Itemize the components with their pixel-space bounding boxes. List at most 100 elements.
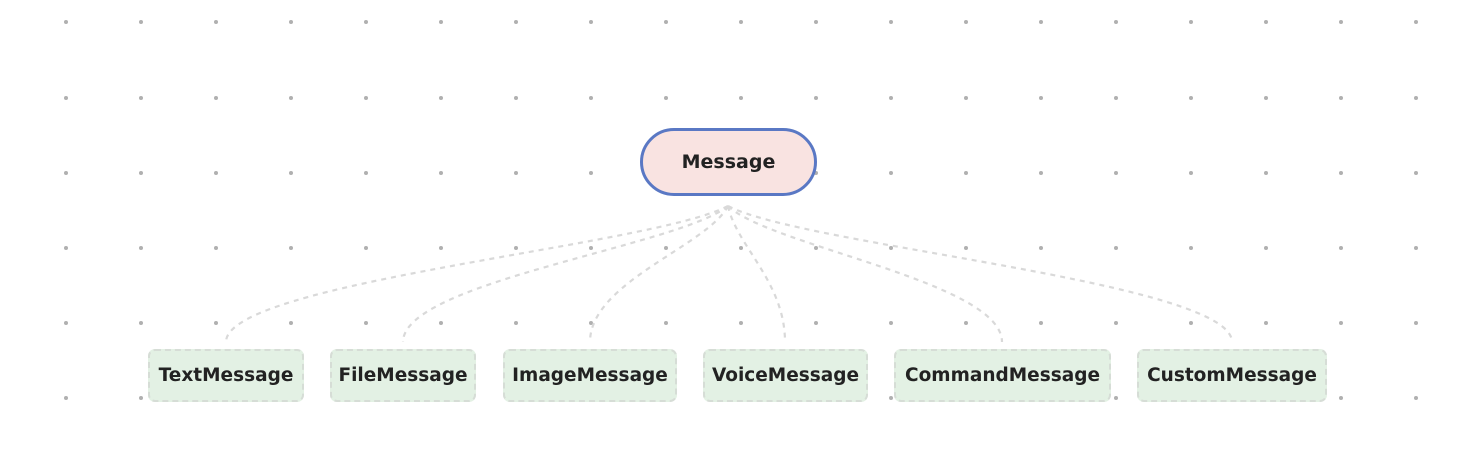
grid-dot <box>1264 96 1268 100</box>
grid-dot <box>64 96 68 100</box>
grid-dot <box>364 171 368 175</box>
grid-dot <box>964 96 968 100</box>
grid-dot <box>1189 246 1193 250</box>
grid-dot <box>139 20 143 24</box>
node-voice-message[interactable]: VoiceMessage <box>703 349 868 402</box>
grid-dot <box>139 171 143 175</box>
grid-dot <box>664 20 668 24</box>
node-custom-message[interactable]: CustomMessage <box>1137 349 1327 402</box>
grid-dot <box>1039 96 1043 100</box>
grid-dot <box>439 171 443 175</box>
grid-dot <box>364 321 368 325</box>
grid-dot <box>1039 246 1043 250</box>
grid-dot <box>889 396 893 400</box>
grid-dot <box>1339 171 1343 175</box>
edge-message-to-voicemessage <box>726 205 787 343</box>
grid-dot <box>1414 321 1418 325</box>
grid-dot <box>1339 246 1343 250</box>
grid-dot <box>1414 20 1418 24</box>
grid-dot <box>439 96 443 100</box>
grid-dot <box>1189 96 1193 100</box>
node-label: CustomMessage <box>1147 365 1317 386</box>
grid-dot <box>139 321 143 325</box>
grid-dot <box>1264 20 1268 24</box>
grid-dot <box>139 396 143 400</box>
grid-dot <box>1414 96 1418 100</box>
grid-dot <box>439 321 443 325</box>
node-label: FileMessage <box>338 365 468 386</box>
grid-dot <box>814 321 818 325</box>
grid-dot <box>1339 96 1343 100</box>
node-text-message[interactable]: TextMessage <box>148 349 304 402</box>
grid-dot <box>814 20 818 24</box>
grid-dot <box>589 246 593 250</box>
grid-dot <box>514 20 518 24</box>
grid-dot <box>1339 396 1343 400</box>
grid-dot <box>439 246 443 250</box>
node-image-message[interactable]: ImageMessage <box>503 349 677 402</box>
grid-dot <box>1414 171 1418 175</box>
grid-dot <box>514 171 518 175</box>
root-node-message[interactable]: Message <box>640 128 817 196</box>
grid-dot <box>214 96 218 100</box>
grid-dot <box>589 20 593 24</box>
grid-dot <box>514 321 518 325</box>
grid-dot <box>589 321 593 325</box>
grid-dot <box>889 20 893 24</box>
grid-dot <box>289 246 293 250</box>
grid-dot <box>514 246 518 250</box>
edges <box>224 205 1234 343</box>
node-file-message[interactable]: FileMessage <box>330 349 476 402</box>
grid-dot <box>214 321 218 325</box>
grid-dot <box>1339 20 1343 24</box>
grid-dot <box>1264 321 1268 325</box>
grid-dot <box>889 171 893 175</box>
grid-dot <box>289 96 293 100</box>
grid-dot <box>1039 171 1043 175</box>
edge-message-to-commandmessage <box>727 205 1004 343</box>
grid-dot <box>889 246 893 250</box>
grid-dot <box>1114 246 1118 250</box>
edge-message-to-filemessage <box>401 205 729 343</box>
grid-dot <box>739 96 743 100</box>
node-command-message[interactable]: CommandMessage <box>894 349 1111 402</box>
grid-dot <box>664 246 668 250</box>
grid-dot <box>1189 171 1193 175</box>
grid-dot <box>64 396 68 400</box>
grid-dot <box>289 321 293 325</box>
grid-dot <box>889 321 893 325</box>
grid-dot <box>214 20 218 24</box>
grid-dot <box>739 321 743 325</box>
grid-dot <box>589 171 593 175</box>
grid-dot <box>64 20 68 24</box>
grid-dot <box>364 20 368 24</box>
grid-dot <box>364 246 368 250</box>
node-label: VoiceMessage <box>711 365 860 386</box>
grid-dot <box>1114 96 1118 100</box>
grid-dot <box>1189 20 1193 24</box>
node-label: Message <box>681 151 776 173</box>
grid-dot <box>1264 171 1268 175</box>
grid-dot <box>289 20 293 24</box>
edge-message-to-textmessage <box>224 205 729 343</box>
node-label: TextMessage <box>158 365 294 386</box>
grid-dot <box>289 171 293 175</box>
grid-dot <box>1039 20 1043 24</box>
grid-dot <box>889 96 893 100</box>
grid-dot <box>1339 321 1343 325</box>
grid-dot <box>964 321 968 325</box>
grid-dot <box>1114 171 1118 175</box>
grid-dot <box>739 20 743 24</box>
grid-dot <box>1114 321 1118 325</box>
grid-dot <box>214 246 218 250</box>
node-label: CommandMessage <box>905 365 1100 386</box>
grid-dot <box>589 96 593 100</box>
grid-dot <box>64 171 68 175</box>
grid-dot <box>964 20 968 24</box>
grid-dot <box>64 246 68 250</box>
grid-dot <box>439 20 443 24</box>
grid-dot <box>364 96 368 100</box>
grid-dot <box>514 96 518 100</box>
grid-dot <box>214 171 218 175</box>
